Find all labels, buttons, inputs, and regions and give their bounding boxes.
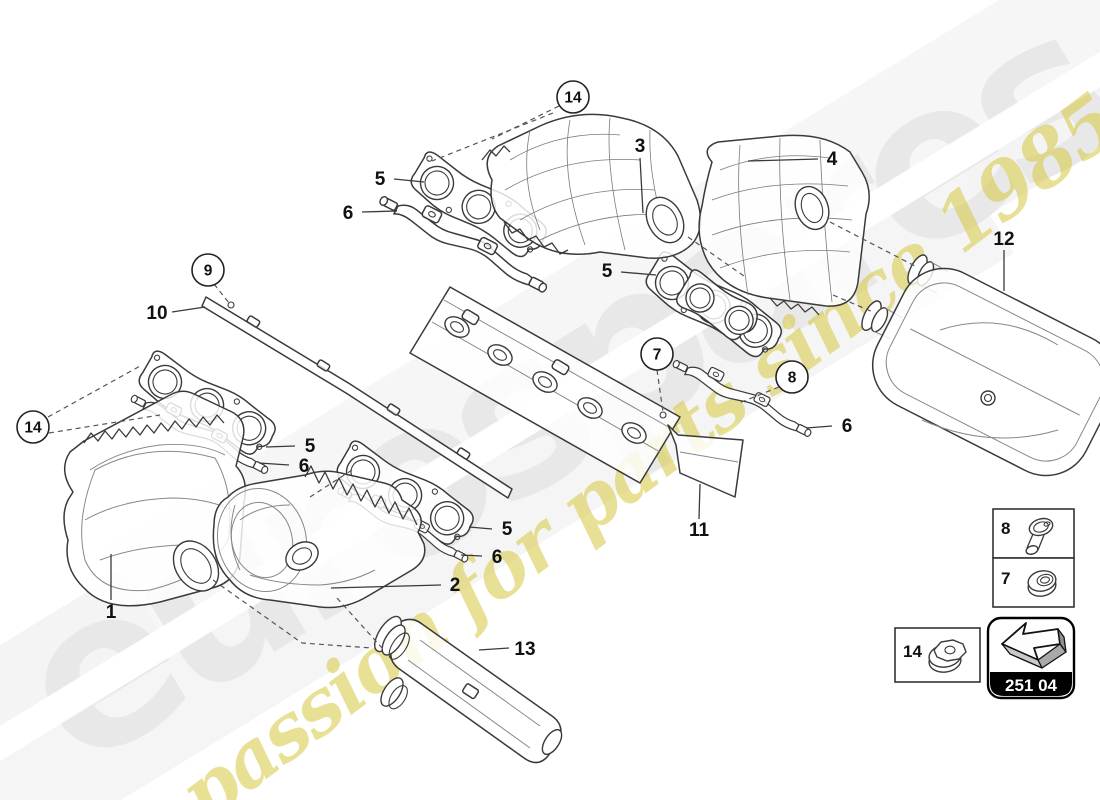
callout-circled-9[interactable]: 9	[191, 253, 225, 287]
part-3-exhaust-manifold	[481, 113, 702, 259]
callout-circled-14-left-label: 14	[24, 420, 42, 437]
assembly-dashed-lines	[47, 105, 916, 650]
callout-13[interactable]: 13	[514, 639, 535, 660]
callout-5d[interactable]: 5	[502, 519, 513, 540]
nav-code-plate	[990, 672, 1072, 696]
part-13-exhaust-pipe	[374, 615, 563, 764]
flange-nut-icon	[928, 639, 967, 673]
callout-4[interactable]: 4	[827, 149, 838, 170]
callout-numbers: 5 6 3 4 5 12 10 6 11 5 6 1 5 6 2 13	[106, 136, 1015, 660]
part-1-exhaust-manifold	[63, 390, 247, 607]
callout-6a[interactable]: 6	[343, 203, 354, 224]
callout-10[interactable]: 10	[146, 303, 167, 324]
part-5-gasket-under-cover	[675, 269, 758, 341]
callout-1[interactable]: 1	[106, 602, 117, 623]
part-12-catalytic-converter	[861, 254, 1100, 477]
legend-row-8[interactable]: 8	[992, 508, 1075, 559]
legend-row-7[interactable]: 7	[992, 557, 1075, 608]
callout-6b[interactable]: 6	[842, 416, 853, 437]
legend-nav-box[interactable]: 251 04	[986, 616, 1076, 700]
legend-label-7: 7	[1001, 569, 1010, 588]
legend-label-8: 8	[1001, 519, 1010, 538]
callout-5a[interactable]: 5	[375, 169, 386, 190]
callout-2[interactable]: 2	[450, 575, 461, 596]
part-10-heat-shield-strip	[201, 296, 513, 499]
back-arrow-icon	[1001, 622, 1067, 669]
leader-lines	[110, 157, 1005, 651]
callout-6c[interactable]: 6	[299, 456, 310, 477]
heat-shield-panel	[409, 286, 681, 484]
part-2-exhaust-manifold	[212, 465, 426, 609]
nut-icon	[1027, 570, 1057, 597]
callout-circled-14-left[interactable]: 14	[16, 410, 50, 444]
legend-label-14: 14	[903, 642, 922, 661]
callout-circled-14-top-label: 14	[564, 90, 582, 107]
part-4-heat-shield-cover	[698, 134, 870, 316]
callout-12[interactable]: 12	[993, 229, 1014, 250]
callout-circled-7-label: 7	[653, 347, 662, 364]
callout-circled-8[interactable]: 8	[775, 360, 809, 394]
callout-11[interactable]: 11	[689, 520, 710, 541]
callout-circled-7[interactable]: 7	[640, 337, 674, 371]
callout-circled-9-label: 9	[204, 263, 213, 280]
legend: 8 7	[894, 508, 1076, 700]
callout-3[interactable]: 3	[635, 136, 646, 157]
part-11-heat-shield-end-plate	[667, 424, 744, 498]
nav-code: 251 04	[1005, 676, 1058, 695]
callout-5c[interactable]: 5	[305, 436, 316, 457]
callout-6d[interactable]: 6	[492, 547, 503, 568]
legend-row-14[interactable]: 14	[894, 627, 981, 683]
callout-5b[interactable]: 5	[602, 261, 613, 282]
callout-circled-14-top[interactable]: 14	[556, 80, 590, 114]
bolt-icon	[1025, 517, 1054, 555]
callout-circled-8-label: 8	[788, 370, 797, 387]
